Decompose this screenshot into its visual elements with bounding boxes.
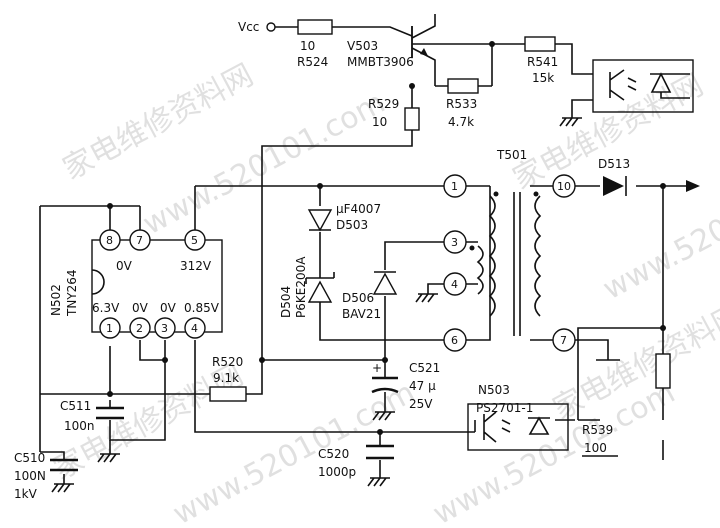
output-arrow	[686, 180, 700, 192]
c511-capacitor	[96, 400, 124, 420]
c521-voltage: 25V	[409, 397, 433, 411]
watermark-site-right: www.520101.com	[597, 150, 720, 307]
r541-name: R541	[527, 55, 558, 69]
d503-part: μF4007	[336, 202, 381, 216]
r541-resistor	[524, 36, 556, 52]
c521-value: 47 μ	[409, 379, 436, 393]
ic-pin-1: 1	[106, 322, 113, 335]
c520-capacitor	[366, 444, 394, 460]
r541-value: 15k	[532, 71, 554, 85]
transformer-pin-6: 6	[451, 334, 458, 347]
vcc-terminal	[266, 22, 276, 32]
r520-value: 9.1k	[213, 371, 239, 385]
n502-ic	[91, 229, 223, 339]
n502-name: N502	[49, 284, 63, 316]
n503-optocoupler	[467, 403, 569, 451]
d504-tvs-diode	[305, 272, 335, 303]
t501-transformer	[469, 191, 542, 336]
r539-name: R539	[582, 423, 613, 437]
c510-name: C510	[14, 451, 45, 465]
ic-pin2-voltage: 0V	[132, 301, 149, 315]
d504-part: P6KE200A	[294, 256, 308, 318]
c521-plus: +	[372, 361, 382, 375]
c510-capacitor	[50, 458, 78, 472]
transformer-pin-3: 3	[451, 236, 458, 249]
d506-part: BAV21	[342, 307, 381, 321]
ic-pin3-voltage: 0V	[160, 301, 177, 315]
r533-value: 4.7k	[448, 115, 474, 129]
ic-pin-8: 8	[106, 234, 113, 247]
d513-diode	[603, 176, 627, 196]
c510-voltage: 1kV	[14, 487, 38, 501]
r520-name: R520	[212, 355, 243, 369]
c521-capacitor: +	[371, 361, 399, 394]
n503-part: PS2701-1	[476, 401, 533, 415]
transformer-pin-10: 10	[557, 180, 571, 193]
n502-part: TNY264	[65, 269, 79, 317]
r524-value: 10	[300, 39, 315, 53]
c520-name: C520	[318, 447, 349, 461]
r529-resistor	[404, 107, 420, 131]
r524-name: R524	[297, 55, 328, 69]
junctions	[107, 41, 666, 435]
d506-name: D506	[342, 291, 374, 305]
r520-resistor	[209, 386, 247, 402]
n503-name: N503	[478, 383, 510, 397]
c520-value: 1000p	[318, 465, 356, 479]
d503-name: D503	[336, 218, 368, 232]
ic-pin8-7-voltage: 0V	[116, 259, 133, 273]
ic-pin-3: 3	[161, 322, 168, 335]
r524-resistor	[297, 19, 333, 35]
transformer-pin-1: 1	[451, 180, 458, 193]
optocoupler-top	[592, 59, 694, 113]
transformer-pins	[443, 174, 576, 352]
vcc-label: Vcc	[238, 20, 259, 34]
ic-pin-5: 5	[191, 234, 198, 247]
r539-value: 100	[584, 441, 607, 455]
ic-pin1-voltage: 6.3V	[92, 301, 120, 315]
ic-pin-7: 7	[136, 234, 143, 247]
d503-diode	[307, 209, 333, 232]
ic-pin4-voltage: 0.85V	[184, 301, 220, 315]
d513-name: D513	[598, 157, 630, 171]
r539-resistor	[655, 353, 671, 389]
c511-value: 100n	[64, 419, 95, 433]
r533-resistor	[447, 78, 479, 94]
c510-value: 100N	[14, 469, 46, 483]
component-labels: Vcc 10 R524 V503 MMBT3906 R529 10 R533 4…	[14, 20, 630, 501]
c511-name: C511	[60, 399, 91, 413]
r529-value: 10	[372, 115, 387, 129]
t501-name: T501	[496, 148, 527, 162]
v503-part: MMBT3906	[347, 55, 414, 69]
ic-pin-2: 2	[136, 322, 143, 335]
transformer-pin-7: 7	[560, 334, 567, 347]
ground-symbols	[51, 117, 620, 493]
v503-name: V503	[347, 39, 378, 53]
pin-numbers: 8 7 5 1 2 3 4 1 3 4 6 10 7	[106, 180, 571, 347]
transformer-pin-4: 4	[451, 278, 458, 291]
c521-name: C521	[409, 361, 440, 375]
r533-name: R533	[446, 97, 477, 111]
d504-name: D504	[279, 286, 293, 318]
watermark-cn-right: 家电维修资料网	[507, 68, 709, 197]
ic-pin-4: 4	[191, 322, 198, 335]
ic-pin5-voltage: 312V	[180, 259, 212, 273]
r529-name: R529	[368, 97, 399, 111]
d506-diode	[372, 271, 398, 295]
v503-transistor	[411, 26, 428, 58]
